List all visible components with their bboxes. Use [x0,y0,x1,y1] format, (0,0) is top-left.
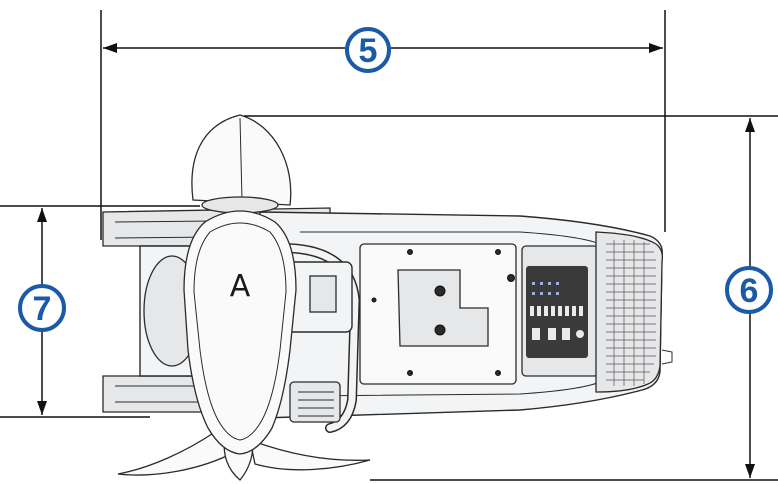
gimbal-logo: A [230,269,251,304]
propeller-blade-bottom-right [249,438,371,471]
level-bars [530,306,583,316]
length-callout-ring [725,266,773,314]
height-arrow-top [37,208,47,222]
latch-screw-top [434,285,446,297]
length-callout-label: 6 [740,272,759,310]
width-arrow-left [103,43,117,53]
width-arrow-right [649,43,663,53]
gimbal-camera-shield [183,210,297,455]
length-dimension: 6 [244,115,778,481]
battery-latch [397,269,489,347]
vent-hatching [606,240,656,386]
width-callout-label: 5 [359,32,378,70]
control-buttons [532,328,584,340]
height-dimension: 7 [0,205,200,418]
gimbal-coil [289,381,341,423]
height-arrow-bottom [37,401,47,415]
height-callout-ring [18,284,66,332]
width-dimension: 5 [100,10,666,240]
indicator-leds [532,282,559,295]
drone-illustration: A [102,114,673,481]
length-arrow-top [745,118,755,132]
width-callout-ring [345,27,391,73]
height-callout-label: 7 [33,290,52,328]
front-vent-grille [595,231,664,393]
latch-screw-bottom [434,324,446,336]
propeller-blade-bottom-left [117,431,237,476]
length-arrow-bottom [745,464,755,478]
